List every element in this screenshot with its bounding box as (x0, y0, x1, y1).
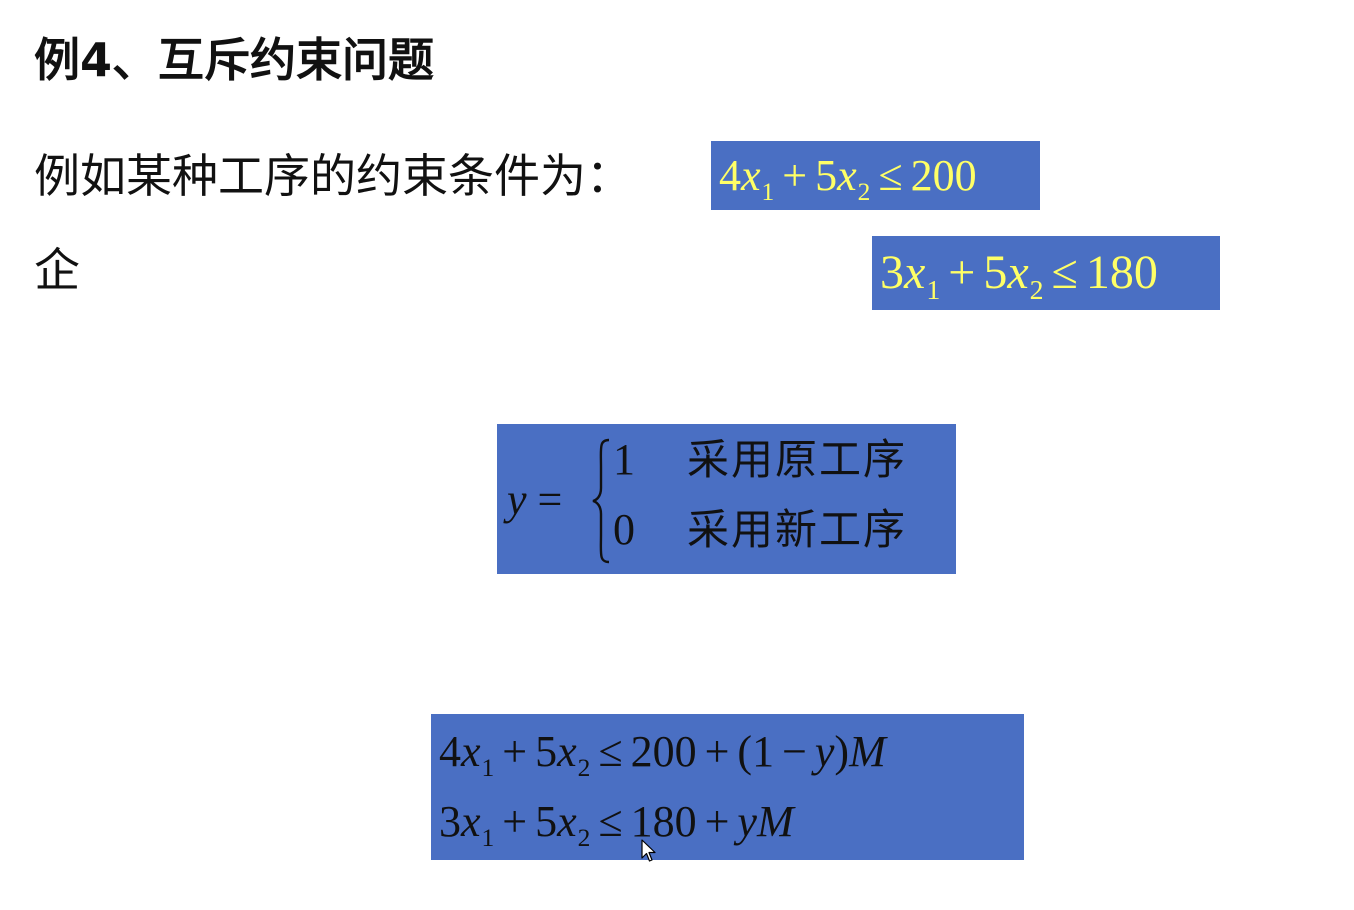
plus-sign: + (948, 246, 976, 299)
page-title: 例4、互斥约束问题 (34, 33, 435, 87)
plus-sign: + (502, 727, 528, 776)
subscript: 2 (857, 176, 871, 206)
variable: x (837, 151, 857, 200)
case-value: 0 (613, 505, 635, 554)
constraint-original-box: 4x1+5x2≤200 (711, 141, 1040, 210)
case-row-original: 1 采用原工序 (613, 432, 907, 488)
one: 1 (752, 727, 775, 776)
leq-sign: ≤ (598, 797, 623, 846)
case-value: 1 (613, 435, 635, 484)
subscript: 1 (481, 822, 495, 852)
coef: 4 (719, 151, 741, 200)
plus-sign: + (782, 151, 808, 200)
case-label: 采用原工序 (687, 435, 908, 484)
coef: 3 (880, 246, 904, 299)
variable: x (1007, 246, 1029, 299)
subscript: 2 (1029, 274, 1044, 306)
coef: 5 (983, 246, 1008, 299)
big-m: M (849, 727, 886, 776)
y-variable: y (814, 727, 835, 776)
minus-sign: − (782, 727, 807, 776)
plus-sign: + (502, 797, 528, 846)
variable: x (461, 797, 481, 846)
subscript: 1 (761, 176, 775, 206)
y-definition-box: y = 1 采用原工序 0 采用新工序 (497, 424, 956, 574)
plus-sign: + (704, 797, 730, 846)
big-m: M (756, 797, 794, 846)
y-equals: y = (507, 470, 562, 530)
rhs-value: 200 (910, 151, 977, 200)
variable: x (904, 246, 926, 299)
case-label: 采用新工序 (687, 505, 908, 554)
rhs-value: 180 (1085, 246, 1158, 299)
big-m-constraints-box: 4x1+5x2≤200+(1−y)M 3x1+5x2≤180+yM (431, 714, 1024, 860)
leq-sign: ≤ (598, 727, 623, 776)
second-line-text: 企 (34, 243, 80, 297)
variable: x (461, 727, 481, 776)
coef: 3 (439, 797, 461, 846)
big-m-constraint-2: 3x1+5x2≤180+yM (439, 792, 794, 858)
variable: x (557, 727, 577, 776)
subscript: 2 (577, 822, 591, 852)
leq-sign: ≤ (1051, 246, 1078, 299)
coef: 5 (535, 727, 558, 776)
intro-text: 例如某种工序的约束条件为： (34, 149, 632, 203)
subscript: 1 (481, 752, 495, 782)
y-variable: y (737, 797, 757, 846)
rhs-value: 200 (630, 727, 697, 776)
rhs-value: 180 (630, 797, 697, 846)
paren-open: ( (737, 727, 753, 776)
coef: 4 (439, 727, 461, 776)
mouse-pointer-icon (641, 839, 656, 862)
variable: x (557, 797, 577, 846)
coef: 5 (815, 151, 838, 200)
big-m-constraint-1: 4x1+5x2≤200+(1−y)M (439, 722, 886, 788)
plus-sign: + (704, 727, 730, 776)
paren-close: ) (834, 727, 850, 776)
variable: x (741, 151, 761, 200)
leq-sign: ≤ (878, 151, 903, 200)
y-variable: y (507, 475, 527, 524)
equals-sign: = (537, 475, 563, 524)
left-brace-icon (592, 438, 610, 564)
case-row-new: 0 采用新工序 (613, 502, 907, 558)
subscript: 2 (577, 752, 591, 782)
coef: 5 (535, 797, 558, 846)
subscript: 1 (926, 274, 941, 306)
constraint-new-box: 3x1+5x2≤180 (872, 236, 1220, 310)
